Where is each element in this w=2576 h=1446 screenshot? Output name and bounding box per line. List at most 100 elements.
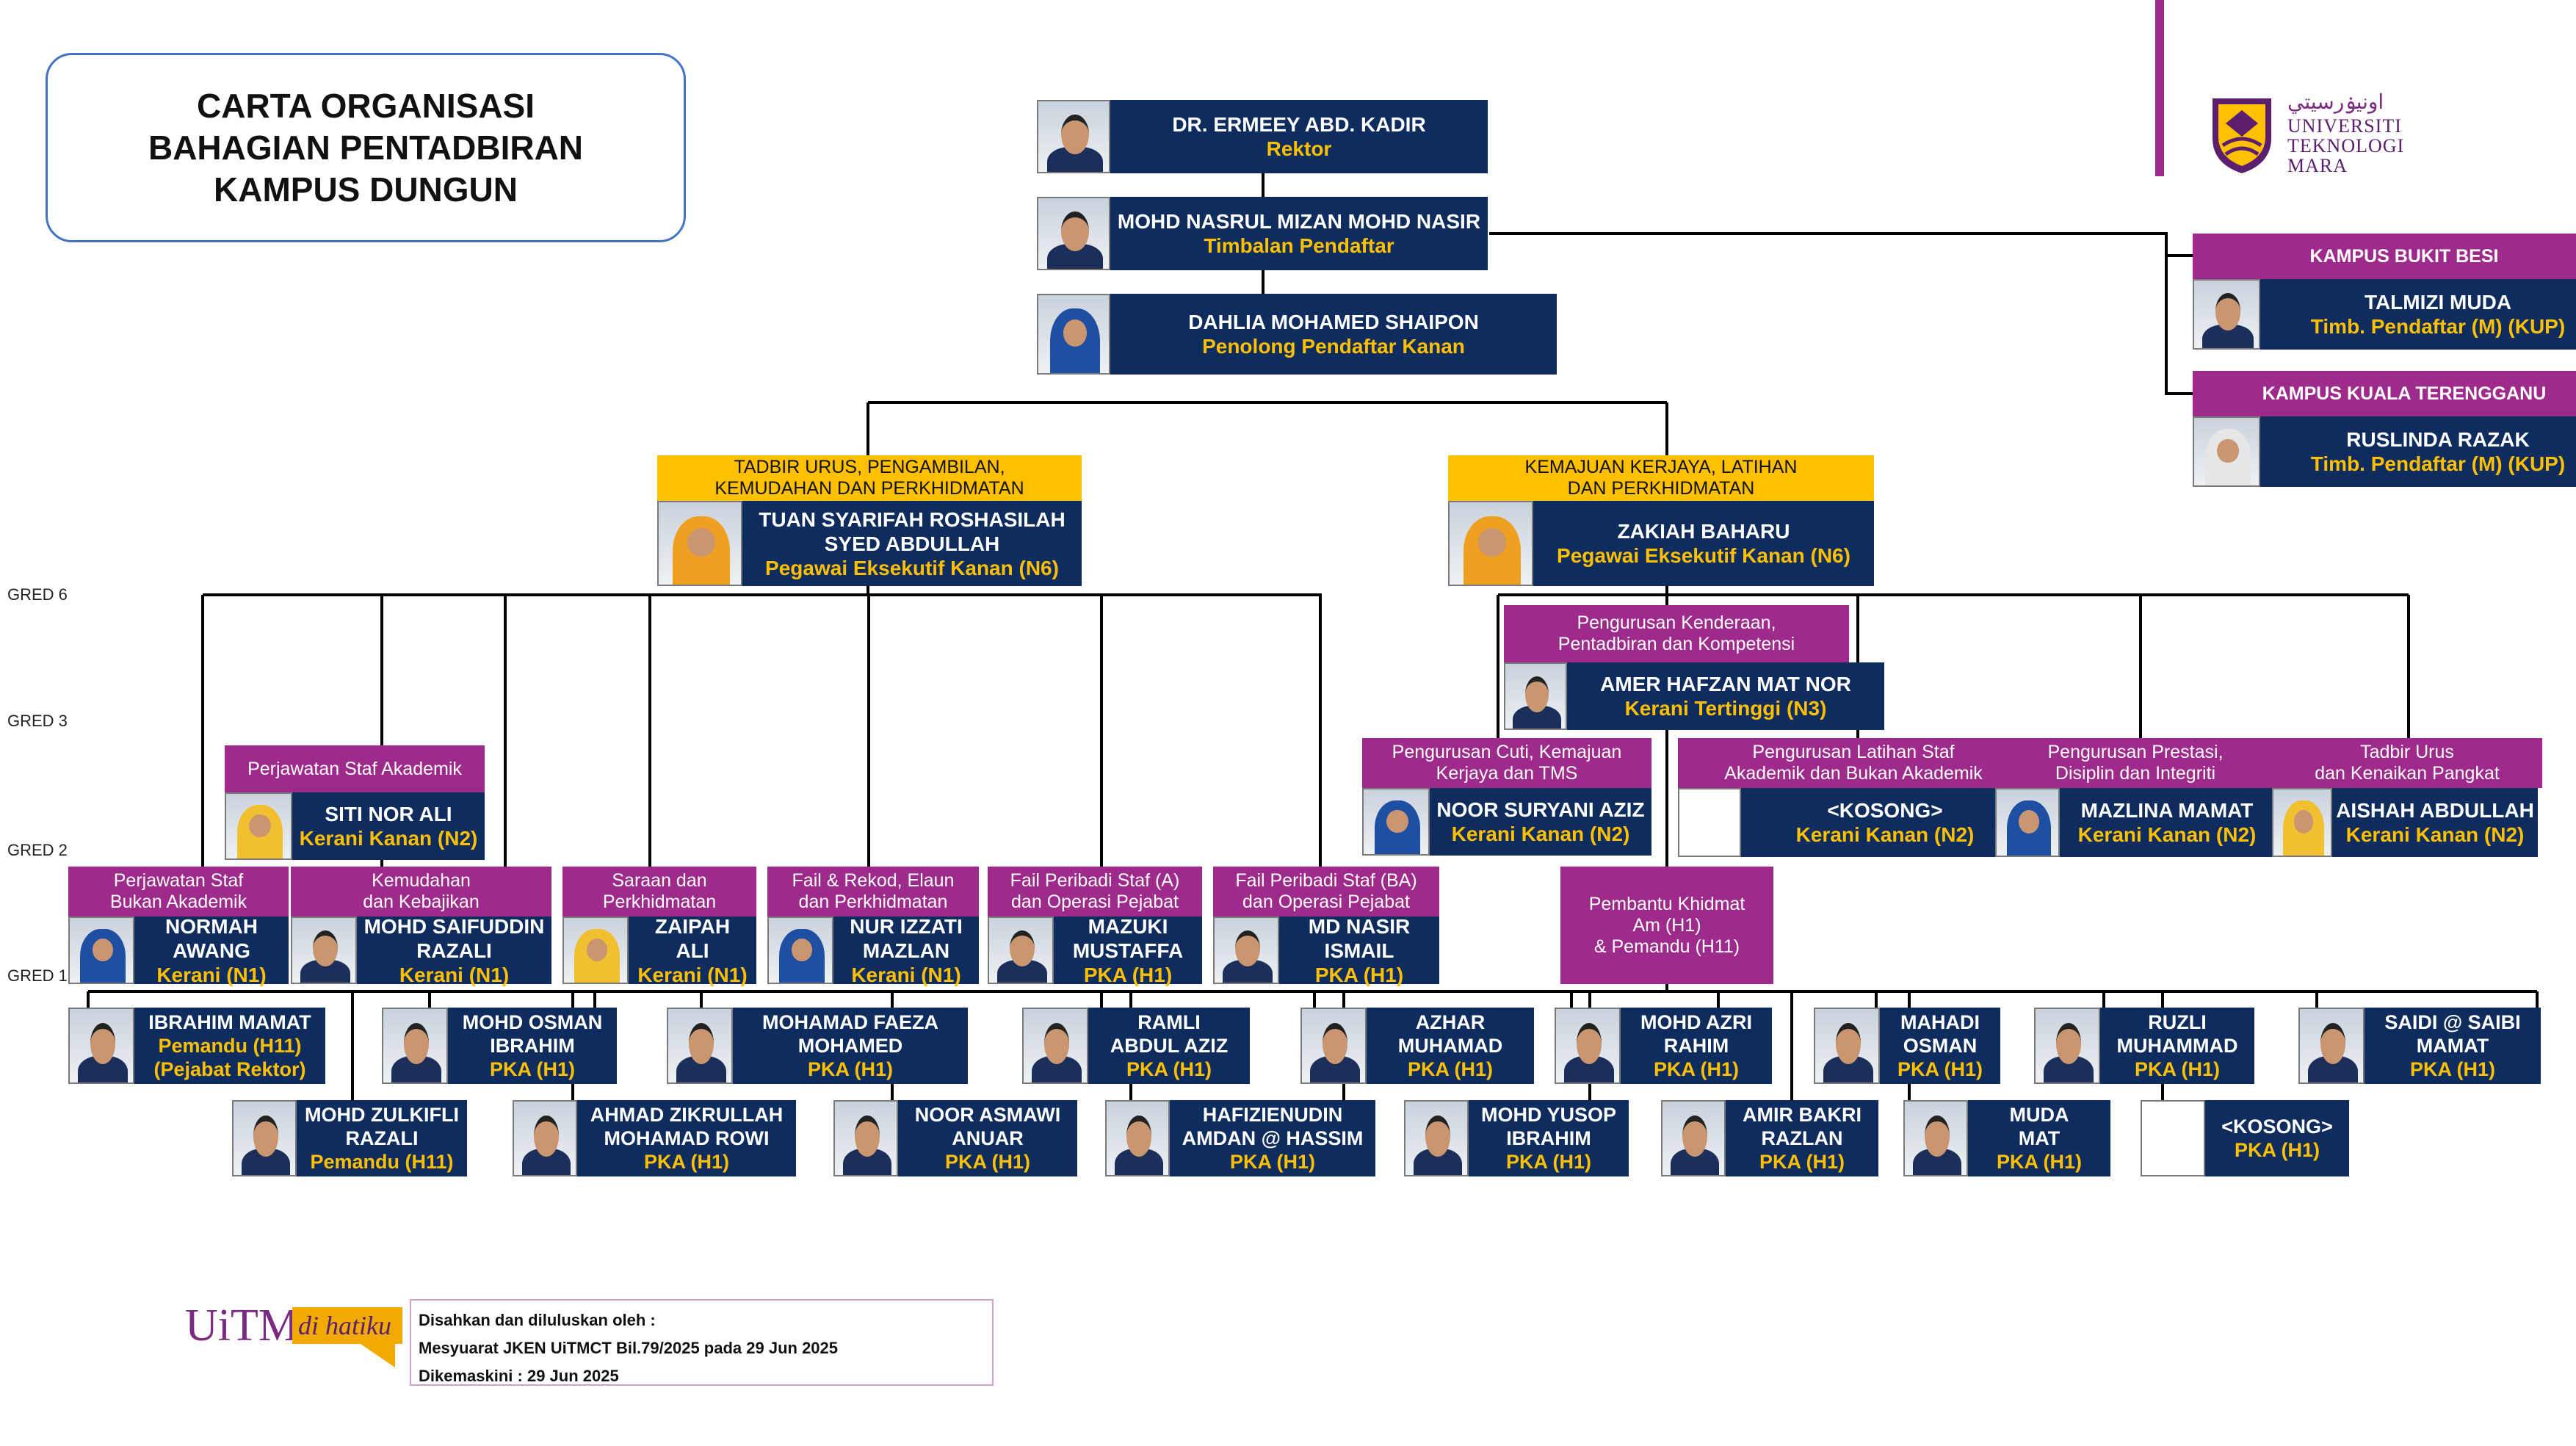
uitm-crest-icon [2213, 98, 2271, 173]
person-name: MAHADI [1900, 1011, 1980, 1033]
head-shape [1524, 676, 1549, 712]
person-position: PKA (H1) [1314, 963, 1404, 986]
person-name: RAZALI [345, 1127, 419, 1149]
staff-photo [225, 792, 292, 860]
staff-photo [2298, 1008, 2365, 1084]
person-position: Kerani (N1) [851, 963, 961, 986]
label-line: KEMUDAHAN DAN PERKHIDMATAN [714, 478, 1024, 499]
head-shape [1009, 930, 1035, 966]
staff-photo [2193, 416, 2260, 487]
head-shape [1061, 115, 1089, 154]
person-name: NOOR ASMAWI [914, 1104, 1061, 1126]
face-shape [1386, 809, 1408, 833]
head-shape [90, 1022, 116, 1064]
unit-label-prestasi: Pengurusan Prestasi,Disiplin dan Integri… [1995, 738, 2276, 788]
label-line: dan Operasi Pejabat [1011, 892, 1179, 912]
title-line-1: CARTA ORGANISASI [197, 86, 535, 125]
label-line: Perjawatan Staf Akademik [247, 758, 462, 779]
face-shape [687, 527, 715, 557]
person-name: AZHAR [1415, 1011, 1486, 1033]
person-position: PKA (H1) [1083, 963, 1173, 986]
head-shape [855, 1115, 880, 1157]
person-name: IBRAHIM MAMAT [148, 1011, 311, 1033]
head-shape [1061, 212, 1089, 251]
person-position: PKA (H1) [1505, 1151, 1591, 1173]
person-position: PKA (H1) [807, 1058, 893, 1080]
footer-brand-banner [292, 1307, 402, 1344]
person-position: PKA (H1) [1996, 1151, 2082, 1173]
person-name: <KOSONG> [1827, 799, 1943, 822]
person-position: Kerani (N1) [156, 963, 267, 986]
staff-photo [1362, 788, 1430, 856]
label-line: dan Kebajikan [363, 892, 480, 912]
staff-photo [382, 1008, 448, 1084]
person-name: MUHAMMAD [2116, 1035, 2238, 1057]
staff-photo [1213, 917, 1279, 984]
person-name: HAFIZIENUDIN [1202, 1104, 1343, 1126]
head-shape [1835, 1022, 1862, 1064]
unit-label-kenderaan: Pengurusan Kenderaan,Pentadbiran dan Kom… [1504, 605, 1849, 662]
person-position: (Pejabat Rektor) [153, 1058, 306, 1080]
staff-photo [1022, 1008, 1088, 1084]
person-name: NOOR SURYANI AZIZ [1436, 798, 1645, 821]
label-line: Saraan dan [612, 870, 707, 891]
staff-photo [767, 917, 833, 984]
logo-line-2: TEKNOLOGI [2287, 135, 2405, 156]
staff-photo [2034, 1008, 2100, 1084]
staff-photo [513, 1100, 577, 1176]
head-shape [253, 1115, 278, 1157]
person-position: Pegawai Eksekutif Kanan (N6) [1557, 544, 1850, 567]
person-position: PKA (H1) [1759, 1151, 1845, 1173]
label-line: KEMAJUAN KERJAYA, LATIHAN [1524, 457, 1798, 477]
footer-brand-text: UiTM [185, 1301, 299, 1351]
label-line: Pengurusan Latihan Staf [1752, 742, 1955, 762]
grade-label-1: GRED 1 [7, 966, 68, 985]
staff-photo [1037, 100, 1110, 173]
person-name: MOHD YUSOP [1480, 1104, 1617, 1126]
footer-brand-swoosh [358, 1342, 395, 1367]
person-name: MAT [2018, 1127, 2061, 1149]
label-line: dan Perkhidmatan [798, 892, 948, 912]
face-shape [2018, 810, 2040, 834]
unit-label-perjawatan-akademik: Perjawatan Staf Akademik [225, 745, 485, 792]
label-line: Bukan Akademik [109, 892, 247, 912]
face-shape [791, 938, 813, 961]
person-name: NORMAH [165, 914, 258, 938]
label-line: KAMPUS BUKIT BESI [2309, 245, 2499, 267]
person-name: MOHD NASRUL MIZAN MOHD NASIR [1117, 210, 1481, 233]
staff-photo [68, 1008, 134, 1084]
person-name: MUHAMAD [1397, 1035, 1503, 1057]
person-name: SITI NOR ALI [325, 803, 452, 825]
label-line: Akademik dan Bukan Akademik [1724, 763, 1983, 784]
label-line: Kerjaya dan TMS [1436, 763, 1578, 784]
person-name: ISMAIL [1324, 939, 1394, 962]
person-name: MUSTAFFA [1072, 939, 1184, 962]
person-name: MOHD AZRI [1640, 1011, 1752, 1033]
footer-approval-box: Disahkan dan diluluskan oleh : Mesyuarat… [410, 1299, 994, 1386]
staff-photo [1814, 1008, 1880, 1084]
face-shape [2293, 810, 2314, 834]
person-name: MAZUKI [1088, 914, 1168, 938]
head-shape [1126, 1115, 1151, 1157]
staff-photo [1037, 197, 1110, 270]
label-line: Pembantu Khidmat [1588, 893, 1745, 914]
person-position: Kerani Kanan (N2) [299, 827, 478, 850]
label-line: KAMPUS KUALA TERENGGANU [2262, 383, 2547, 404]
staff-photo [1661, 1100, 1726, 1176]
person-name: MOHAMED [797, 1035, 903, 1057]
logo-arabic-text: اونيۏرسيتي [2287, 90, 2384, 114]
person-name: RUZLI [2148, 1011, 2207, 1033]
label-line: Kemudahan [372, 870, 471, 891]
face-shape [249, 814, 271, 837]
